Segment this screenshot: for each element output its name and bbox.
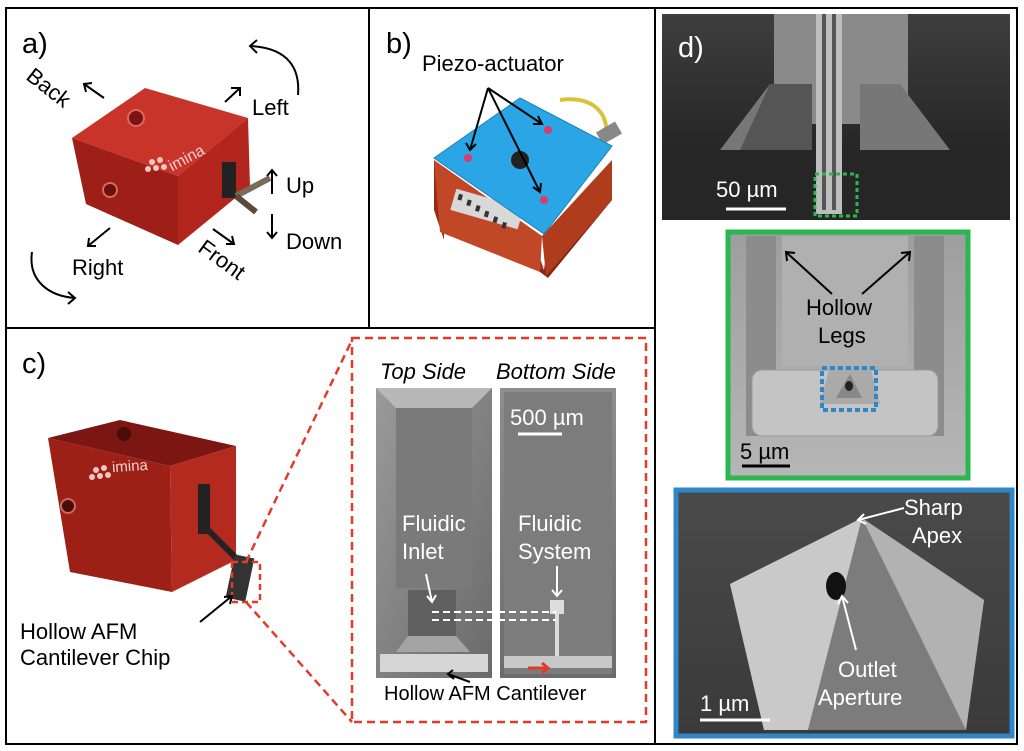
chip-label-line1: Hollow AFM — [20, 619, 138, 644]
chip-label-line2: Cantilever Chip — [20, 645, 171, 670]
fluidic-system-line1: Fluidic — [518, 511, 582, 536]
panel-d-frame — [654, 7, 1018, 745]
panel-a-label: a) — [22, 28, 48, 60]
panel-b-label: b) — [386, 28, 412, 60]
scale-500um: 500 µm — [510, 405, 584, 430]
label-right: Right — [72, 255, 124, 280]
scale-1um: 1 µm — [700, 691, 750, 716]
fluidic-system-line2: System — [518, 539, 592, 564]
piezo-actuator-label: Piezo-actuator — [422, 51, 564, 76]
sharp-apex-line2: Apex — [912, 523, 963, 548]
panel-c-label: c) — [22, 348, 47, 380]
label-down: Down — [286, 229, 343, 254]
outlet-aperture-line2: Aperture — [818, 685, 903, 710]
panel-d-label: d) — [678, 32, 704, 64]
hollow-legs-line1: Hollow — [806, 295, 873, 320]
hollow-legs-line2: Legs — [818, 323, 866, 348]
scale-5um: 5 µm — [740, 439, 790, 464]
fluidic-inlet-line2: Inlet — [402, 539, 444, 564]
hollow-afm-cantilever-label: Hollow AFM Cantilever — [384, 683, 587, 705]
outlet-aperture-line1: Outlet — [838, 657, 897, 682]
fluidic-inlet-line1: Fluidic — [402, 511, 466, 536]
scale-50um: 50 µm — [716, 177, 778, 202]
bottom-side-label: Bottom Side — [496, 359, 616, 384]
label-left: Left — [252, 95, 289, 120]
label-up: Up — [286, 173, 315, 198]
top-side-label: Top Side — [380, 359, 467, 384]
sharp-apex-line1: Sharp — [904, 495, 963, 520]
